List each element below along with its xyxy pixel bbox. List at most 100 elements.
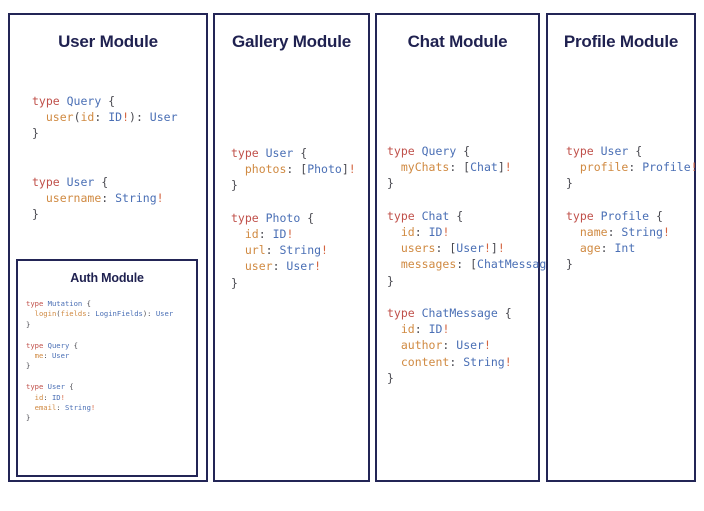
code-token: Mutation: [47, 299, 83, 308]
code-token: :: [600, 241, 615, 256]
code-token: type: [387, 208, 422, 223]
code-line: type ChatMessage {: [387, 305, 538, 321]
code-token: ChatMessage: [421, 306, 498, 321]
code-token: id: [80, 110, 95, 125]
code-token: String: [64, 403, 91, 413]
code-token: ID: [108, 110, 123, 125]
code-line: }: [32, 125, 206, 141]
profile-module-card: Profile Module type User { profile: Profi…: [546, 13, 698, 482]
code-token: }: [32, 126, 39, 141]
code-line: messages: [ChatMessage]!: [387, 256, 567, 272]
code-line: }: [566, 256, 694, 272]
code-line: [26, 372, 196, 382]
code-token: !: [156, 191, 164, 206]
code-token: me: [34, 351, 44, 361]
code-token: id: [400, 322, 415, 337]
code-line: type Profile {: [566, 208, 694, 224]
code-line: content: String!: [387, 354, 538, 370]
code-line: photos: [Photo]!: [231, 161, 368, 177]
code-token: type: [26, 299, 48, 308]
code-token: }: [26, 413, 31, 423]
code-token: [231, 259, 245, 273]
code-token: !: [483, 241, 491, 256]
code-token: : [: [435, 241, 457, 256]
code-token: :: [43, 392, 52, 402]
code-token: !: [348, 162, 356, 177]
code-token: [387, 322, 401, 336]
code-token: LoginFields: [95, 309, 143, 319]
code-token: name: [579, 225, 608, 240]
code-token: type: [387, 144, 422, 158]
code-token: :: [101, 191, 116, 206]
code-token: ChatMessage: [477, 257, 554, 272]
code-line: }: [32, 206, 206, 222]
code-token: [566, 241, 580, 255]
code-token: ID: [428, 225, 443, 240]
code-token: type: [231, 146, 266, 160]
code-line: [32, 158, 206, 174]
code-token: !: [442, 322, 450, 337]
code-line: }: [26, 320, 196, 330]
code-token: : [: [286, 162, 308, 177]
code-token: Query: [421, 144, 457, 158]
code-token: !: [321, 243, 328, 258]
code-token: User: [265, 146, 294, 160]
code-token: type: [231, 210, 266, 225]
code-token: Photo: [307, 162, 342, 177]
code-token: }: [26, 319, 31, 329]
code-token: {: [456, 144, 471, 158]
code-line: users: [User!]!: [387, 240, 538, 256]
code-token: Profile: [600, 208, 650, 223]
code-token: ID: [51, 392, 61, 402]
code-token: User: [47, 382, 65, 392]
code-token: !: [122, 110, 130, 125]
code-token: :: [628, 160, 643, 175]
code-token: ):: [129, 110, 150, 125]
code-token: {: [293, 146, 308, 160]
code-line: }: [231, 177, 368, 193]
code-token: id: [34, 392, 44, 402]
code-token: User: [600, 144, 629, 158]
profile-module-title: Profile Module: [563, 32, 679, 51]
code-token: user: [244, 259, 273, 274]
code-line: [387, 192, 538, 208]
profile-module-code: type User { profile: Profile!} type Prof…: [566, 143, 698, 273]
gallery-module-card: Gallery Module type User { photos: [Photo…: [213, 13, 370, 482]
code-line: }: [566, 175, 694, 191]
code-token: }: [566, 257, 573, 272]
code-line: id: ID!: [387, 224, 538, 240]
code-token: photos: [244, 162, 287, 177]
code-line: id: ID!: [26, 393, 196, 403]
code-line: }: [387, 175, 538, 191]
code-line: username: String!: [32, 190, 206, 206]
code-token: }: [32, 207, 39, 222]
code-token: User: [51, 351, 70, 361]
gallery-module-title: Gallery Module: [231, 32, 352, 51]
code-token: }: [231, 275, 238, 290]
code-token: ]: [341, 162, 349, 177]
code-token: id: [244, 227, 259, 242]
code-token: (: [73, 110, 81, 125]
code-token: String: [115, 191, 157, 206]
code-line: }: [387, 273, 538, 289]
code-token: !: [314, 259, 322, 274]
code-line: user: User!: [231, 258, 368, 274]
code-token: email: [34, 403, 57, 413]
code-token: Chat: [470, 160, 498, 175]
user-module-schema: type Query { user(id: ID!): User} type U…: [10, 93, 206, 223]
code-token: !: [90, 403, 96, 413]
code-token: ID: [428, 322, 443, 337]
code-token: User: [456, 241, 484, 256]
code-line: type Chat {: [387, 208, 538, 224]
code-token: : [: [456, 257, 478, 272]
code-token: [231, 227, 245, 241]
code-token: type: [32, 175, 67, 190]
code-token: User: [66, 175, 95, 190]
code-token: type: [566, 208, 601, 223]
code-token: [231, 162, 245, 176]
code-token: !: [483, 338, 491, 353]
auth-module-code: type Mutation { login(fields: LoginField…: [26, 299, 196, 424]
code-token: type: [566, 144, 601, 158]
